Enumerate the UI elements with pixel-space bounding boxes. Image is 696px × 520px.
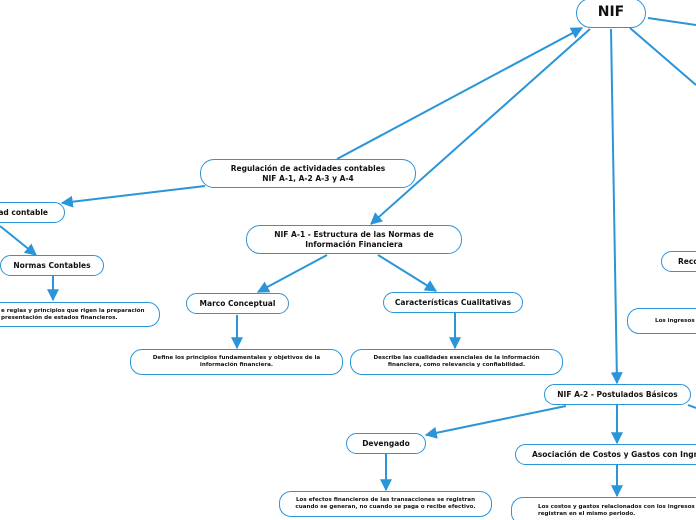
link-root-nifa2 [610,28,623,385]
node-caracteristicas-cualitativas-desc[interactable]: Describe las cualidades esenciales de la… [350,349,563,375]
link-regulacion-actividad [60,185,206,208]
node-normas-contables-desc[interactable]: e reglas y principios que rigen la prepa… [0,302,160,327]
node-ingresos-desc[interactable]: Los ingresos [627,308,696,334]
node-regulacion-actividades[interactable]: Regulación de actividades contables NIF … [200,159,416,188]
link-nifa2-offscreen [687,404,696,409]
node-devengado[interactable]: Devengado [346,433,426,454]
node-reco[interactable]: Reco [661,251,696,272]
node-asociacion-costos-gastos[interactable]: Asociación de Costos y Gastos con Ingres… [515,444,696,465]
node-nif-a2[interactable]: NIF A-2 - Postulados Básicos [544,384,691,405]
node-marco-conceptual[interactable]: Marco Conceptual [186,293,289,314]
node-actividad-contable[interactable]: dad contable [0,202,65,223]
link-nifa1-caract [377,254,438,292]
node-marco-conceptual-desc[interactable]: Define los principios fundamentales y ob… [130,349,343,375]
link-root-reco [629,27,696,86]
node-asociacion-costos-gastos-desc[interactable]: Los costos y gastos relacionados con los… [511,497,696,520]
node-normas-contables[interactable]: Normas Contables [0,255,104,276]
node-nif-a1[interactable]: NIF A-1 - Estructura de las Normas de In… [246,225,462,254]
link-root-offscreen-upper [647,17,696,26]
link-nifa2-devengado [424,405,567,439]
link-nifa1-marco [256,254,328,293]
node-caracteristicas-cualitativas[interactable]: Características Cualitativas [383,292,523,313]
link-regulacion-root [336,27,584,160]
node-devengado-desc[interactable]: Los efectos financieros de las transacci… [279,491,492,517]
link-root-nifa1 [370,28,591,225]
link-actividad-normas [0,225,37,256]
node-nif-root[interactable]: NIF [576,0,646,28]
